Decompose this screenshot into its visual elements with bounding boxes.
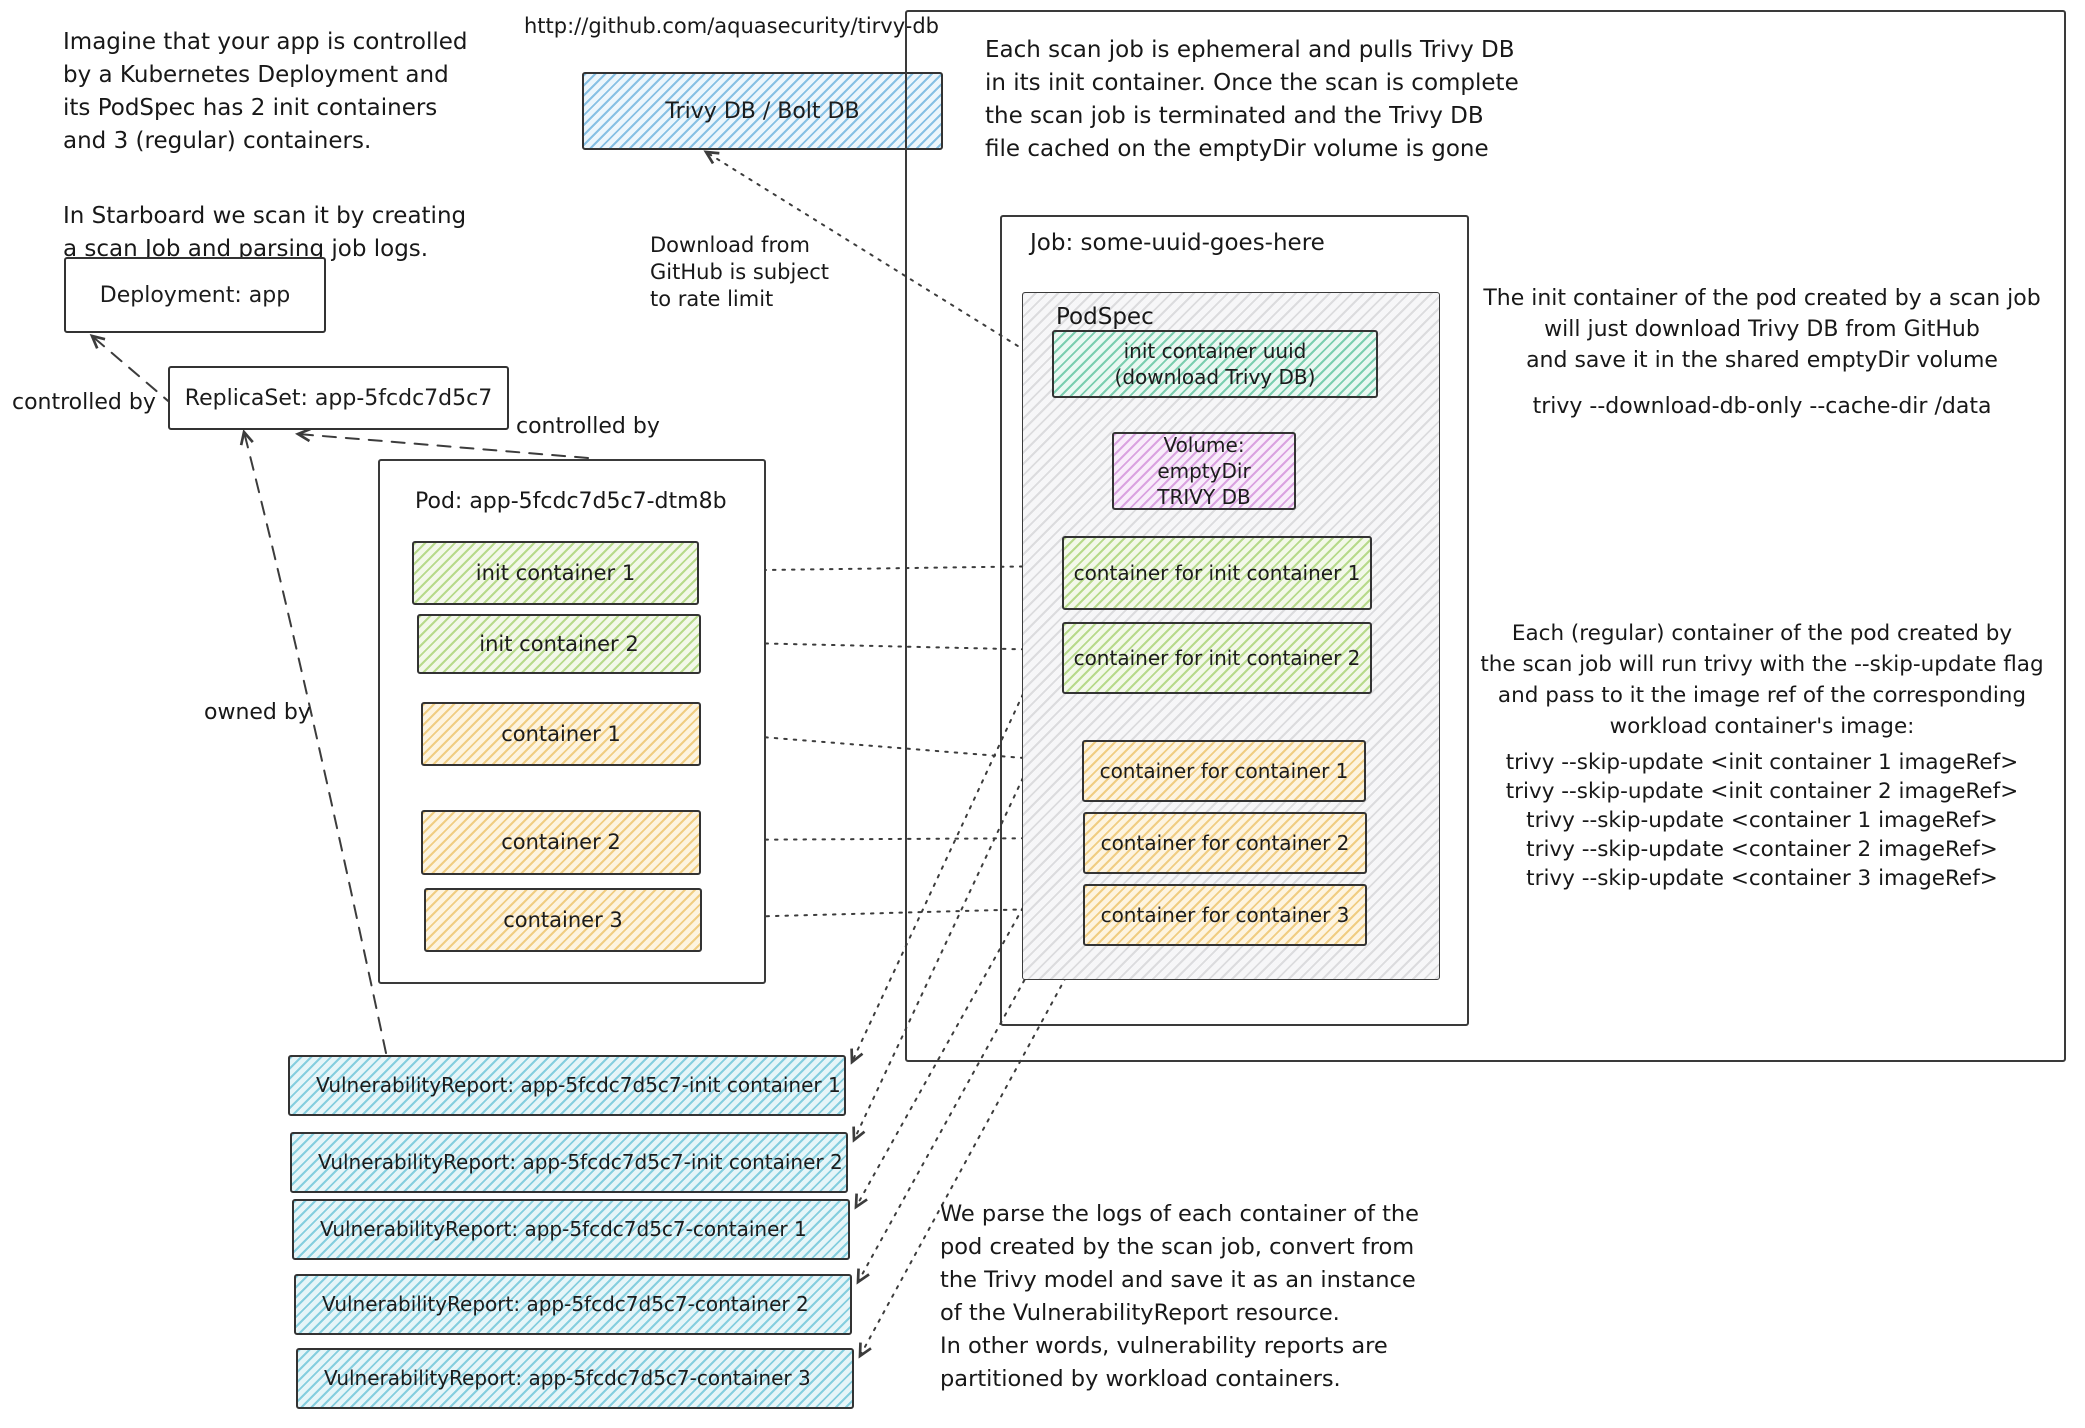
note-init-container: The init container of the pod created by… bbox=[1483, 286, 2041, 373]
label-owned-by: owned by bbox=[204, 700, 311, 725]
deployment-box: Deployment: app bbox=[64, 257, 326, 333]
replicaset-box: ReplicaSet: app-5fcdc7d5c7 bbox=[168, 366, 509, 430]
skip-update-command-4: trivy --skip-update <container 2 imageRe… bbox=[1526, 837, 1998, 862]
note-parse-logs: We parse the logs of each container of t… bbox=[940, 1201, 1419, 1392]
pod-container-box-3: container 3 bbox=[424, 888, 702, 952]
skip-update-command-1: trivy --skip-update <init container 1 im… bbox=[1505, 750, 2019, 775]
label-controlled-by-deployment: controlled by bbox=[12, 390, 156, 415]
volume-emptydir-box: Volume: emptyDir TRIVY DB bbox=[1112, 432, 1296, 510]
skip-update-command-2: trivy --skip-update <init container 2 im… bbox=[1505, 779, 2019, 804]
job-box bbox=[1000, 215, 1469, 1026]
label-controlled-by-replicaset: controlled by bbox=[516, 414, 660, 439]
pod-container-box-2: container 2 bbox=[421, 810, 701, 875]
pod-container-box-init-1: init container 1 bbox=[412, 541, 699, 605]
job-container-box-3: container for container 3 bbox=[1083, 884, 1367, 946]
vulnerability-report-box-5: VulnerabilityReport: app-5fcdc7d5c7-cont… bbox=[296, 1348, 854, 1409]
pod-label: Pod: app-5fcdc7d5c7-dtm8b bbox=[415, 489, 727, 514]
scan-flow-outer-box bbox=[905, 10, 2066, 1062]
init-container-uuid-box: init container uuid (download Trivy DB) bbox=[1052, 330, 1378, 398]
vulnerability-report-box-1: VulnerabilityReport: app-5fcdc7d5c7-init… bbox=[288, 1055, 846, 1116]
note-regular-container: Each (regular) container of the pod crea… bbox=[1480, 621, 2044, 739]
note-download-rate-limit: Download from GitHub is subject to rate … bbox=[650, 233, 830, 311]
job-container-box-init-1: container for init container 1 bbox=[1062, 536, 1372, 610]
init-download-command: trivy --download-db-only --cache-dir /da… bbox=[1532, 394, 1992, 419]
note-scan-job-ephemeral: Each scan job is ephemeral and pulls Tri… bbox=[985, 37, 1519, 162]
trivy-db-box: Trivy DB / Bolt DB bbox=[582, 72, 943, 150]
podspec-label: PodSpec bbox=[1056, 304, 1154, 330]
job-container-box-2: container for container 2 bbox=[1083, 812, 1367, 874]
pod-container-box-1: container 1 bbox=[421, 702, 701, 766]
note-intro-1: Imagine that your app is controlled by a… bbox=[63, 29, 468, 154]
job-container-box-init-2: container for init container 2 bbox=[1062, 622, 1372, 694]
vulnerability-report-box-4: VulnerabilityReport: app-5fcdc7d5c7-cont… bbox=[294, 1274, 852, 1335]
skip-update-command-5: trivy --skip-update <container 3 imageRe… bbox=[1526, 866, 1998, 891]
pod-container-box-init-2: init container 2 bbox=[417, 614, 701, 674]
vulnerability-report-box-2: VulnerabilityReport: app-5fcdc7d5c7-init… bbox=[290, 1132, 848, 1193]
github-url-label: http://github.com/aquasecurity/tirvy-db bbox=[524, 14, 940, 38]
job-container-box-1: container for container 1 bbox=[1082, 740, 1366, 802]
skip-update-command-3: trivy --skip-update <container 1 imageRe… bbox=[1526, 808, 1998, 833]
arrow-owned-by bbox=[239, 429, 387, 1054]
note-intro-2: In Starboard we scan it by creating a sc… bbox=[63, 203, 467, 262]
vulnerability-report-box-3: VulnerabilityReport: app-5fcdc7d5c7-cont… bbox=[292, 1199, 850, 1260]
job-label: Job: some-uuid-goes-here bbox=[1030, 230, 1325, 256]
